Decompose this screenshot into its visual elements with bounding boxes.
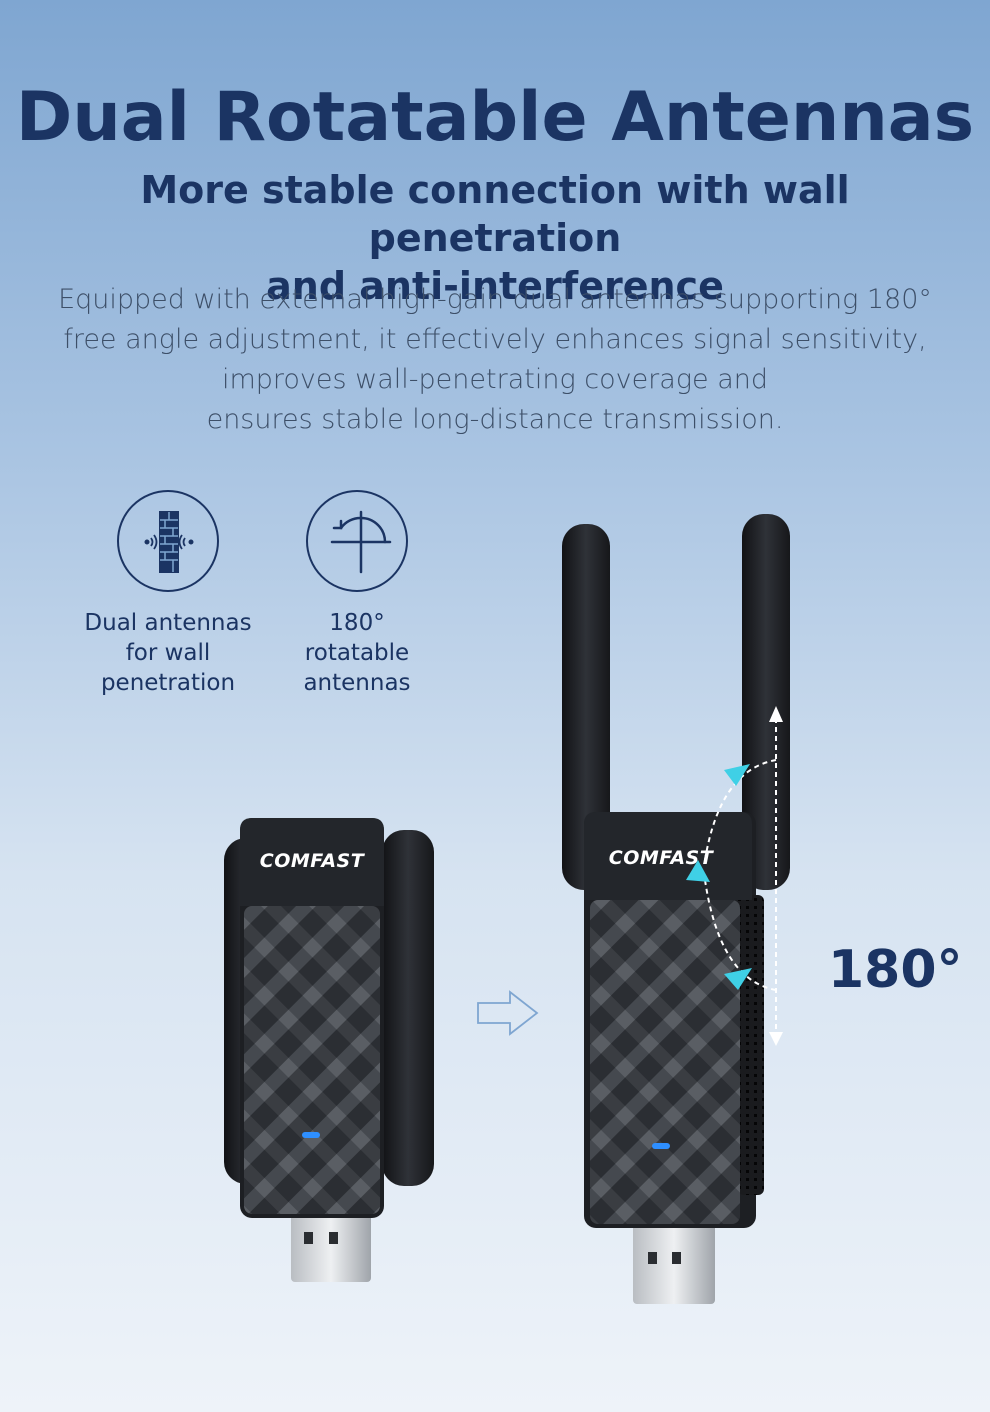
subtitle-line: More stable connection with wall penetra… [140,168,850,260]
rotation-arc [704,879,777,991]
rotation-degree-label: 180° [828,940,963,1000]
subtitle-line: and anti-interference [266,264,724,308]
description-line: Equipped with external high-gain dual an… [58,284,932,315]
status-led [302,1132,320,1138]
side-vents [738,895,764,1195]
folded-antenna-right [382,830,434,1186]
device-weave [244,906,380,1214]
arrow-right-icon [477,990,539,1036]
usb-hole [329,1232,338,1244]
brand-logo: COMFAST [260,850,366,872]
rotate-angle-icon [330,510,392,574]
cyan-arrow-icon [724,764,750,786]
feature-label-line: Dual antennas [84,610,252,636]
usb-hole [672,1252,681,1264]
usb-hole [648,1252,657,1264]
cyan-arrow-icon [686,860,710,882]
device-weave [590,900,740,1224]
feature-label: 180° rotatable antennas [267,608,447,698]
feature-rotatable: 180° rotatable antennas [267,490,447,698]
arrow-down-icon [769,1032,783,1046]
arrow-up-icon [769,706,783,722]
feature-label: Dual antennas for wall penetration [78,608,258,698]
feature-label-line: for wall [125,640,211,666]
feature-label-line: antennas [303,670,411,696]
description-line: free angle adjustment, it effectively en… [63,324,927,355]
rotation-indicator [686,706,783,1046]
wall-signal-icon [144,511,194,573]
description-line: ensures stable long-distance transmissio… [206,404,784,435]
adapter-folded: COMFAST [224,818,434,1282]
antenna-left [562,524,610,890]
usb-hole [304,1232,313,1244]
device-cap [584,812,752,900]
rotation-arc [704,759,777,861]
description: Equipped with external high-gain dual an… [40,280,950,440]
subtitle: More stable connection with wall penetra… [40,166,950,310]
feature-icon-circle [117,490,219,592]
cyan-arrow-icon [724,968,752,990]
feature-wall-penetration: Dual antennas for wall penetration [78,490,258,698]
feature-label-line: 180° [329,610,385,636]
brand-logo: COMFAST [609,847,715,869]
feature-label-line: penetration [100,670,236,696]
feature-label-line: rotatable [304,640,410,666]
status-led [652,1143,670,1149]
description-line: improves wall-penetrating coverage and [221,364,769,395]
device-cap [240,818,384,906]
feature-icon-circle [306,490,408,592]
adapter-extended: COMFAST [562,514,790,1304]
antenna-right [742,514,790,890]
page-title: Dual Rotatable Antennas [15,78,975,157]
